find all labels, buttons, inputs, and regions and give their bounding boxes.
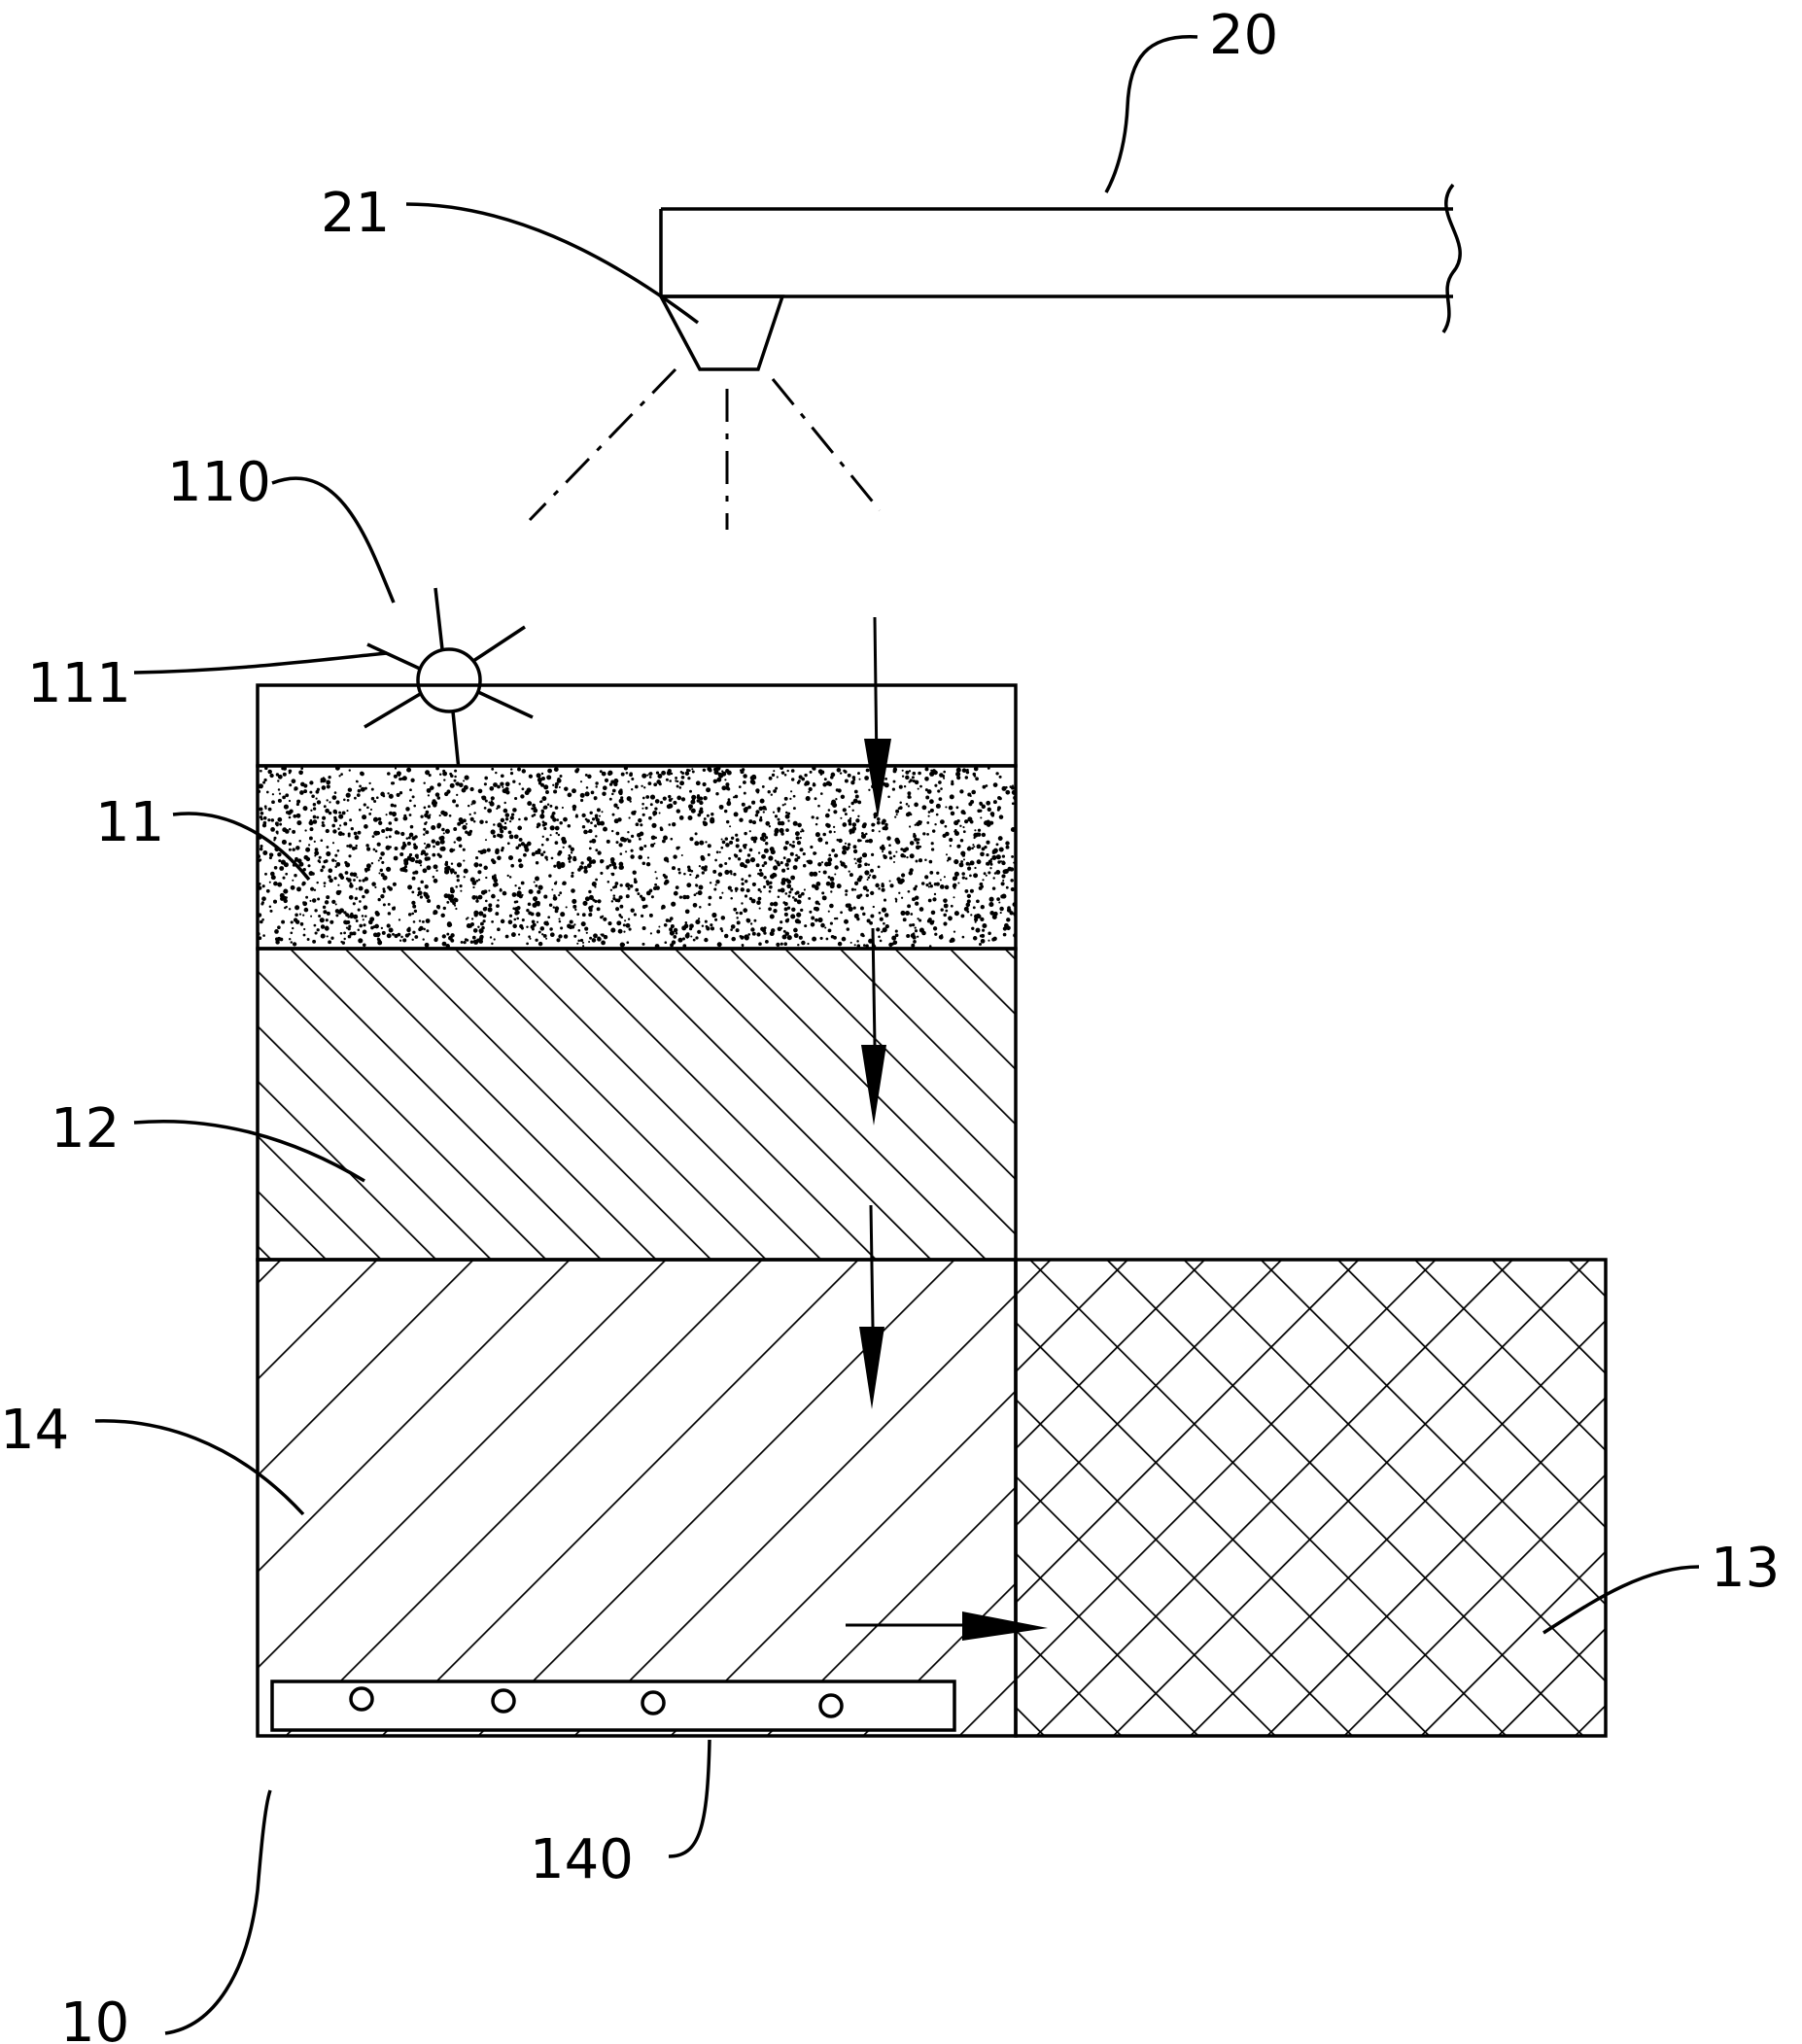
arrow-right-icon	[846, 1611, 1048, 1641]
layer-11-particulate	[256, 764, 1018, 951]
spray-pattern	[528, 367, 882, 530]
nozzle-icon	[658, 294, 785, 371]
layer-12-hatched	[256, 947, 1018, 1262]
arrow-down-icon	[859, 1204, 884, 1409]
lamp-icon	[364, 587, 534, 771]
sprinkler-pipe	[659, 183, 1462, 333]
label-assembly: 10	[60, 1992, 129, 2044]
arrow-down-icon	[864, 616, 891, 818]
label-layer-12: 12	[51, 1097, 120, 1161]
label-light-source: 110	[167, 451, 271, 514]
label-layer-11: 11	[95, 791, 164, 854]
layer-14-hatched	[256, 1258, 1018, 1738]
reference-numerals: 20 21 110 111 11 12 14 13 140 10	[0, 4, 1780, 2044]
layer-13-crosshatched	[1014, 1258, 1608, 1738]
label-layer-13: 13	[1711, 1537, 1780, 1600]
label-layer-14: 14	[0, 1399, 69, 1462]
label-nozzle: 21	[321, 182, 390, 245]
label-sprinkler-pipe: 20	[1209, 4, 1278, 67]
label-lamp: 111	[27, 652, 131, 715]
arrow-down-icon	[861, 927, 886, 1126]
stipple-texture	[258, 766, 1016, 949]
label-aeration-pipe: 140	[530, 1828, 634, 1891]
container-top-frame	[256, 683, 1018, 768]
leader-lines	[94, 35, 1700, 2035]
aeration-pipe	[270, 1680, 956, 1732]
